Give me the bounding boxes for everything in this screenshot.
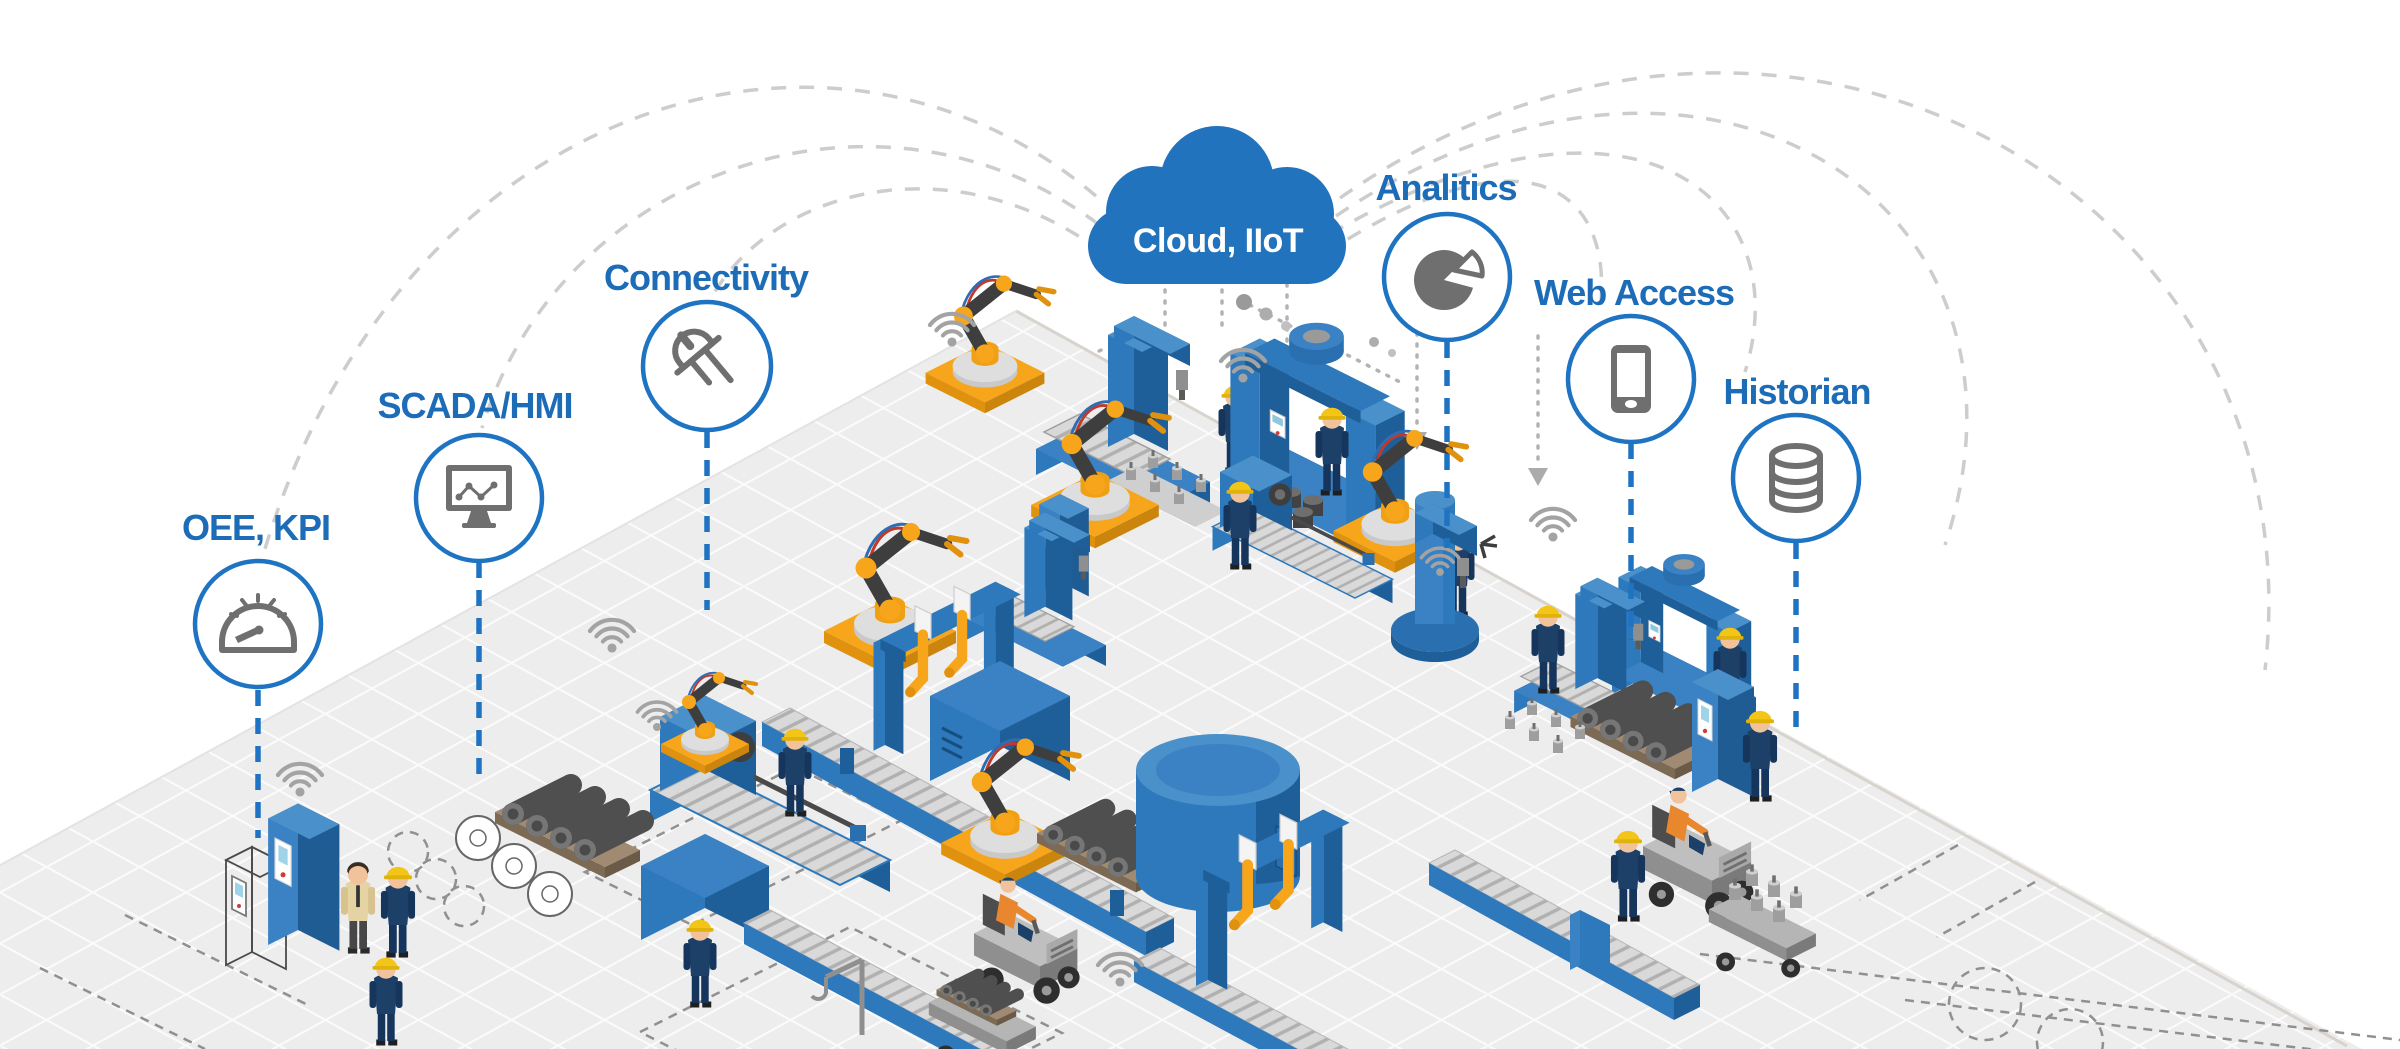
machine-cube (641, 834, 769, 940)
parts-tray (1105, 450, 1227, 527)
database-icon (1769, 443, 1823, 513)
web-access-label: Web Access (1534, 272, 1734, 313)
plug-icon (672, 328, 734, 386)
wifi-icon (1531, 509, 1575, 542)
connectivity-label: Connectivity (604, 257, 809, 298)
smartphone-icon (1611, 345, 1651, 413)
oee-kpi-label: OEE, KPI (182, 507, 330, 548)
gauge-icon (219, 593, 297, 653)
ghost-rolls (455, 815, 573, 917)
node-drop-lines (255, 342, 1799, 838)
monitor-chart-icon (446, 465, 512, 528)
node-analitics: Analitics (1375, 167, 1518, 343)
historian-ring (1730, 412, 1862, 544)
node-cloud-iiot: Cloud, IIoT (1088, 126, 1346, 284)
node-historian: Historian (1723, 371, 1872, 544)
node-oee-kpi: OEE, KPI (182, 507, 331, 690)
factory-equipment (223, 276, 1816, 1049)
side-panel (1570, 910, 1610, 980)
conveyor-line (1427, 849, 1702, 1020)
pie-chart-icon (1414, 249, 1485, 311)
node-scada-hmi: SCADA/HMI (378, 385, 574, 564)
node-connectivity: Connectivity (604, 257, 810, 433)
connectivity-ring (640, 299, 774, 433)
cloud-icon (1088, 126, 1346, 284)
analitics-label: Analitics (1375, 167, 1516, 208)
historian-label: Historian (1723, 371, 1870, 412)
cloud-label: Cloud, IIoT (1133, 222, 1304, 260)
scada-hmi-label: SCADA/HMI (378, 385, 573, 426)
node-web-access: Web Access (1534, 272, 1735, 445)
crane-hook (810, 957, 865, 1035)
control-cabinet (267, 802, 340, 952)
oee-kpi-ring (192, 558, 324, 690)
control-cabinet (1691, 668, 1755, 798)
cloud-link-arcs (262, 71, 2271, 671)
conveyor-line (1132, 947, 1349, 1049)
